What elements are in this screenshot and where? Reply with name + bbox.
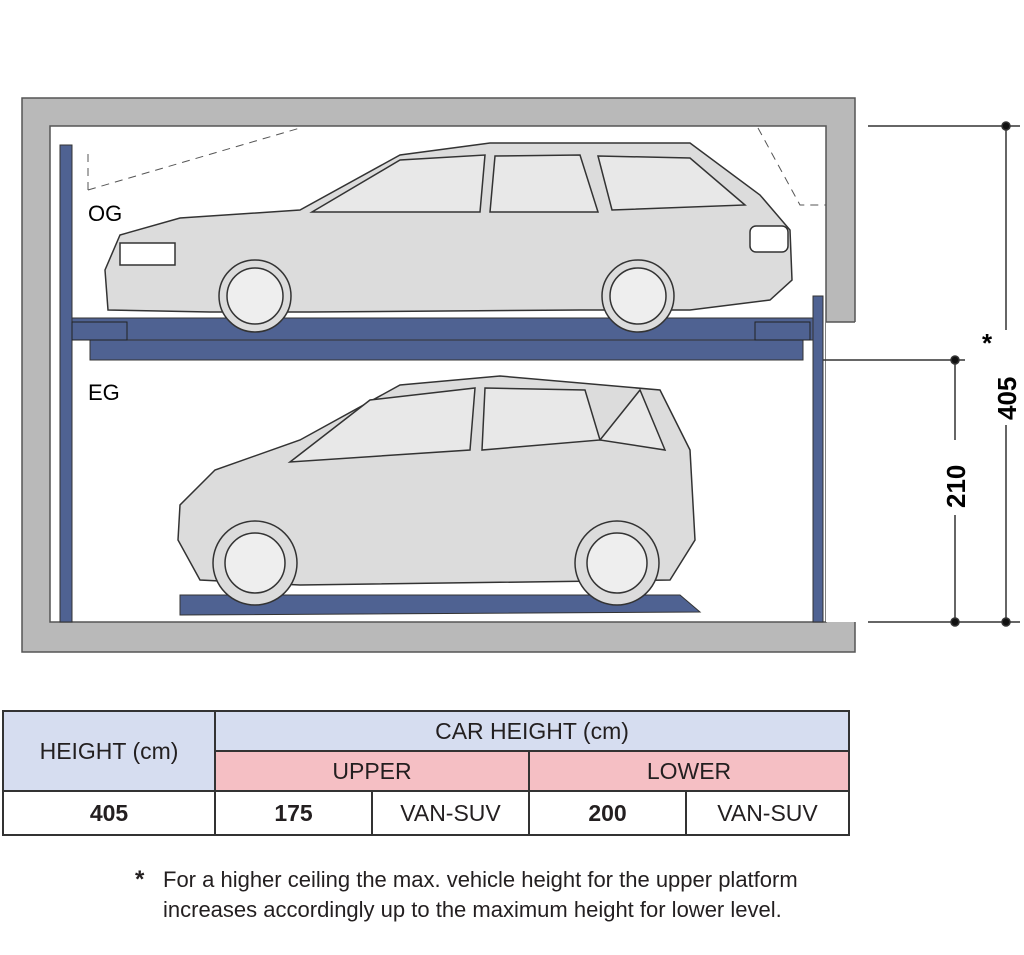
height-header: HEIGHT (cm) <box>2 710 216 792</box>
upper-level-label: OG <box>88 201 122 226</box>
dimension-lines <box>823 121 1020 627</box>
footnote: * For a higher ceiling the max. vehicle … <box>135 865 803 925</box>
footnote-text: For a higher ceiling the max. vehicle he… <box>163 867 798 922</box>
table-row: 405 175 VAN-SUV 200 VAN-SUV <box>2 790 850 836</box>
lower-type: VAN-SUV <box>685 790 850 836</box>
right-post <box>812 295 824 623</box>
lower-platform <box>179 594 702 616</box>
upper-car <box>104 142 793 333</box>
total-height-asterisk: * <box>982 328 993 358</box>
lower-level-label: EG <box>88 380 120 405</box>
upper-value: 175 <box>214 790 373 836</box>
lower-car <box>177 375 696 606</box>
car-height-header: CAR HEIGHT (cm) <box>214 710 850 752</box>
height-value: 405 <box>2 790 216 836</box>
left-post <box>59 144 73 623</box>
lower-header: LOWER <box>528 750 850 792</box>
total-height-dimension: 405 <box>992 377 1022 420</box>
upper-type: VAN-SUV <box>371 790 530 836</box>
footnote-mark: * <box>135 866 145 893</box>
upper-header: UPPER <box>214 750 530 792</box>
lower-value: 200 <box>528 790 687 836</box>
height-table: HEIGHT (cm) CAR HEIGHT (cm) UPPER LOWER … <box>2 710 850 836</box>
lower-height-dimension: 210 <box>941 465 971 508</box>
upper-platform <box>71 317 814 361</box>
parking-lift-diagram: OG EG 405 * 210 <box>21 97 1022 653</box>
